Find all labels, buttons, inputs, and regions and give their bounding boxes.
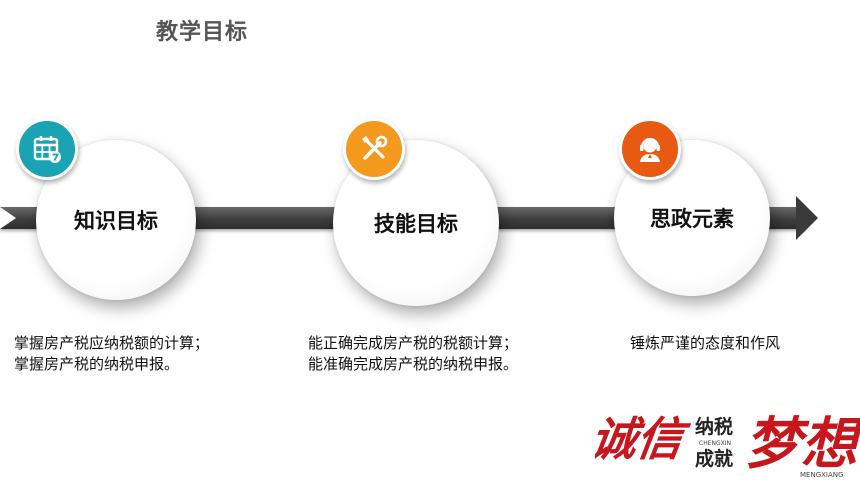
knowledge-goal-description: 掌握房产税应纳税额的计算； 掌握房产税的纳税申报。 [14, 333, 209, 375]
logo-main-right-text: 梦想 [745, 411, 860, 477]
knowledge-goal-line: 掌握房产税应纳税额的计算； [14, 334, 210, 352]
skill-goal-description: 能正确完成房产税的税额计算； 能准确完成房产税的纳税申报。 [308, 333, 518, 375]
timeline-arrow-tail [0, 207, 16, 229]
logo-small-top-text: 纳税 [695, 415, 733, 438]
skill-goal-line: 能正确完成房产税的税额计算； [308, 334, 519, 352]
calendar-icon [16, 118, 78, 180]
skill-goal-line: 能准确完成房产税的纳税申报。 [308, 355, 519, 373]
knowledge-goal-line: 掌握房产税的纳税申报。 [14, 355, 180, 373]
logo-pinyin-left: CHENGXIN [699, 440, 731, 447]
skill-goal-label: 技能目标 [374, 212, 458, 236]
timeline-arrow-head [796, 196, 818, 240]
logo-main-left-text: 诚信 [595, 412, 693, 466]
ideology-element-label: 思政元素 [650, 207, 734, 231]
tools-icon [343, 118, 405, 180]
slide-title: 教学目标 [156, 20, 249, 45]
integrity-tax-dream-logo: 诚信 纳税 CHENGXIN 成就 梦想 MENGXIANG [595, 411, 860, 479]
knowledge-goal-label: 知识目标 [74, 209, 158, 233]
logo-pinyin-right: MENGXIANG [800, 471, 843, 479]
ideology-element-description: 锤炼严谨的态度和作风 [630, 333, 780, 354]
headset-person-icon [619, 118, 681, 180]
ideology-element-line: 锤炼严谨的态度和作风 [630, 334, 781, 352]
logo-small-bottom-text: 成就 [695, 447, 733, 470]
